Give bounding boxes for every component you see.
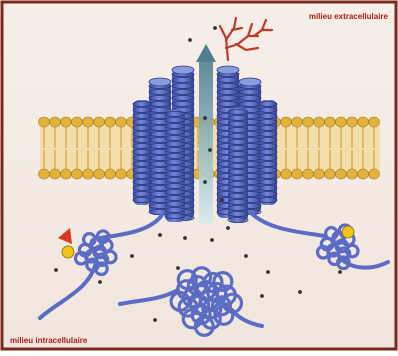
channel-arrow: [196, 44, 216, 225]
intracellular-label: milieu intracellulaire: [10, 336, 87, 345]
extracellular-label: milieu extracellulaire: [309, 12, 388, 21]
